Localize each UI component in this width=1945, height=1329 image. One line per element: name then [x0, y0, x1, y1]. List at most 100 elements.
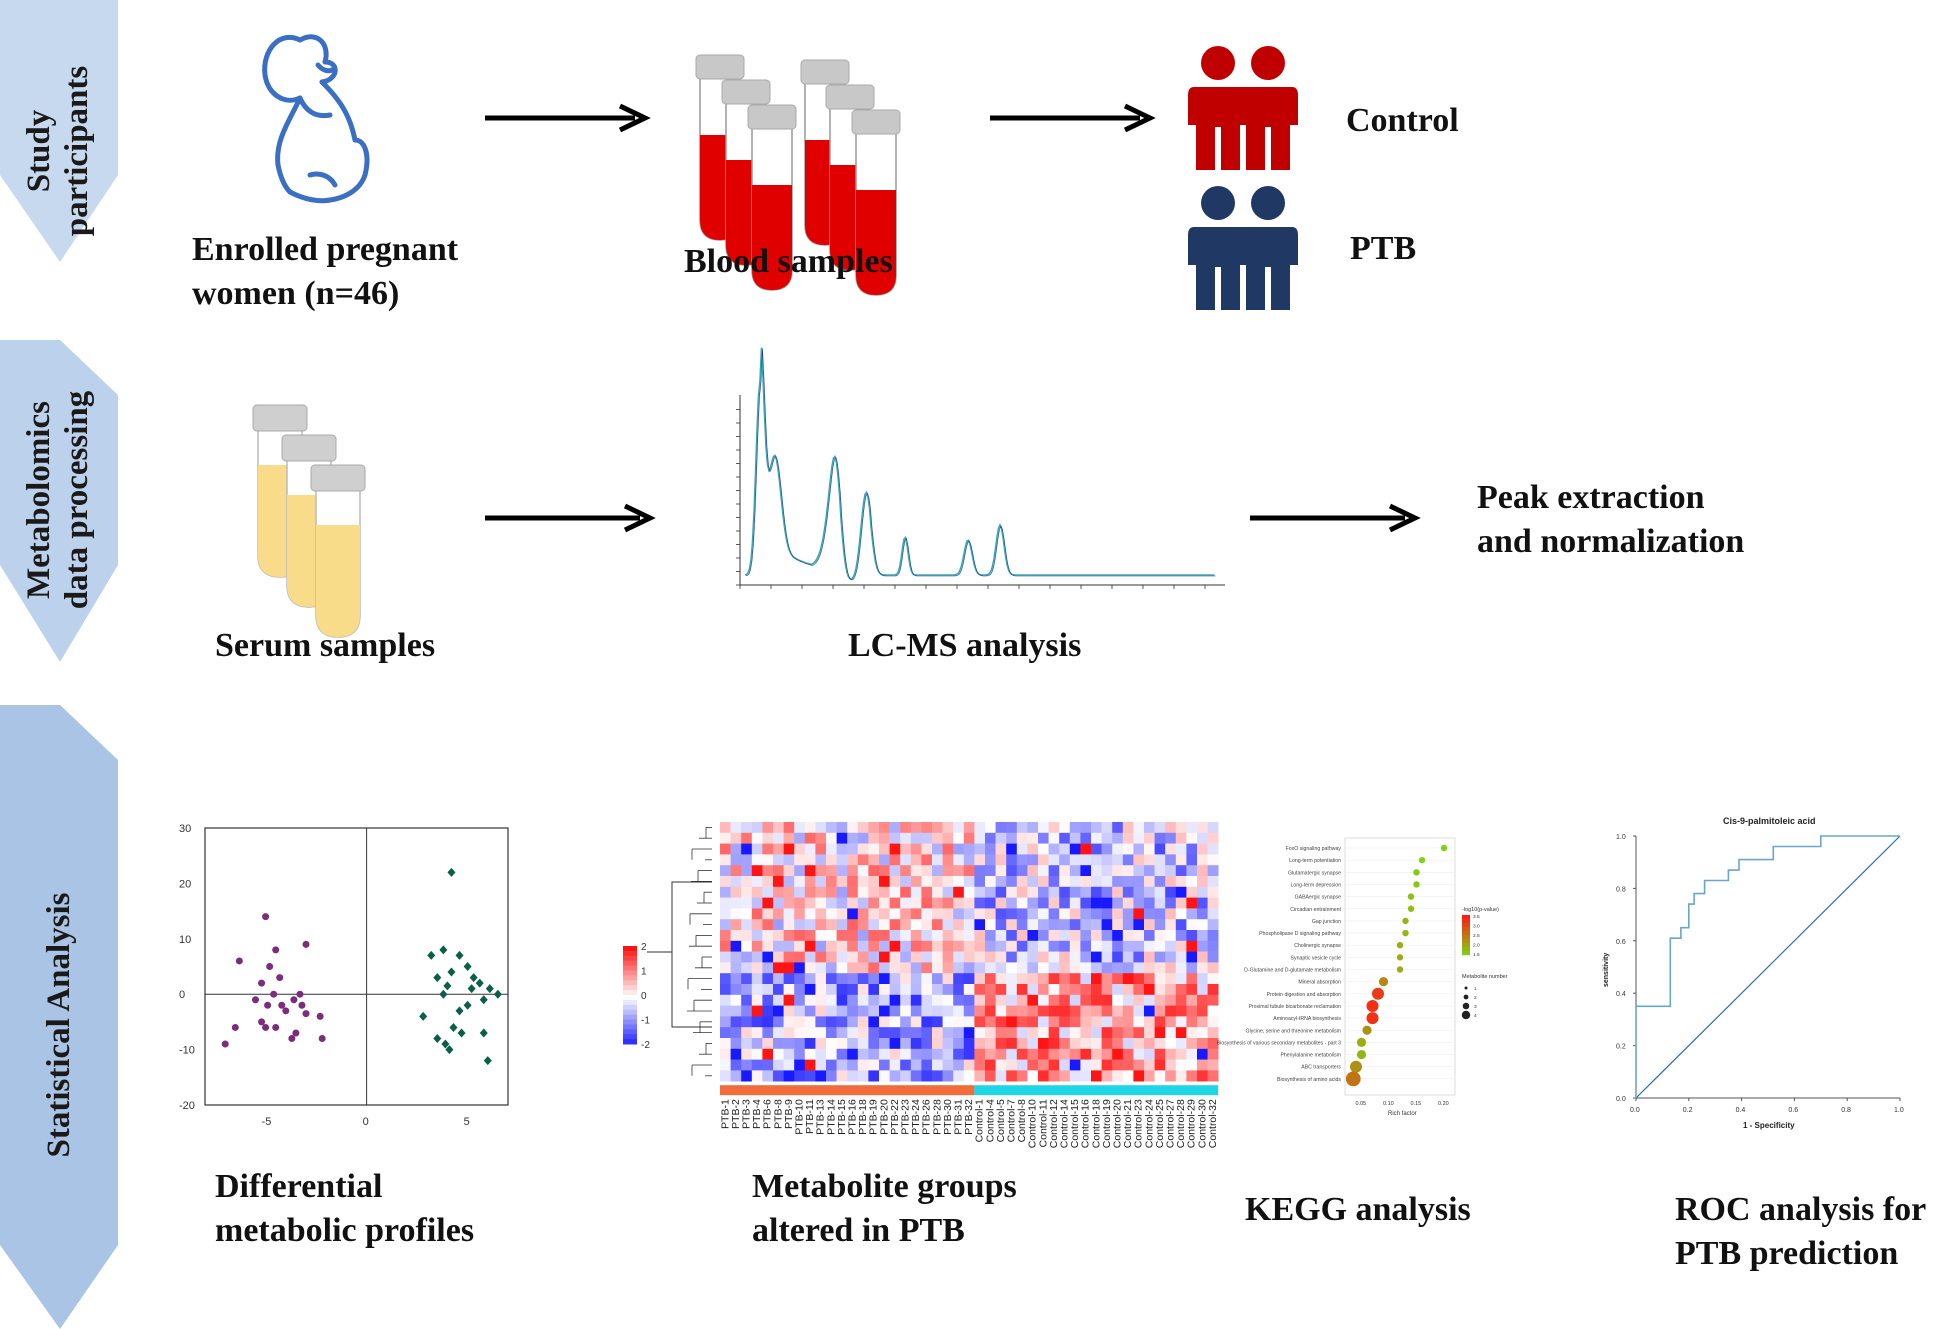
heatmap-cell [751, 1005, 763, 1017]
heatmap-cell [773, 1070, 784, 1082]
heatmap-cell [1101, 832, 1113, 844]
heatmap-cell [879, 897, 890, 909]
heatmap-cell [932, 908, 943, 920]
heatmap-cell [942, 973, 954, 985]
heatmap-scale-label: 0 [641, 991, 647, 1002]
heatmap-cell [900, 1059, 912, 1071]
heatmap-cell [1027, 994, 1039, 1006]
heatmap-cell [1069, 876, 1081, 888]
heatmap-cell [932, 930, 943, 942]
heatmap-cell [1112, 908, 1124, 920]
heatmap-cell [995, 832, 1007, 844]
heatmap-cell [1165, 897, 1177, 909]
heatmap-cell [794, 886, 806, 898]
heatmap-cell [985, 1048, 996, 1060]
heatmap-cell [1080, 1070, 1092, 1082]
heatmap-cell [1091, 1005, 1102, 1017]
heatmap-cell [826, 908, 837, 920]
heatmap-cell [1165, 1005, 1177, 1017]
heatmap-cell [1091, 930, 1102, 942]
heatmap-cell [1016, 822, 1028, 834]
heatmap-column-label: PTB-13 [815, 1099, 827, 1135]
heatmap-cell [1186, 994, 1198, 1006]
heatmap-cell [720, 919, 731, 931]
heatmap-cell [783, 994, 795, 1006]
scatter-point-control [272, 1023, 280, 1031]
heatmap-cell [804, 843, 816, 855]
heatmap-cell [1175, 843, 1187, 855]
heatmap-cell [1101, 940, 1113, 952]
heatmap-cell [762, 984, 774, 996]
heatmap-cell [1207, 908, 1219, 920]
heatmap-cell [857, 876, 869, 888]
roc-ytick-label: 1.0 [1616, 834, 1626, 841]
heatmap-cell [1165, 854, 1177, 866]
heatmap-cell [1112, 832, 1124, 844]
heatmap-cell [1006, 1027, 1018, 1039]
heatmap-cell [762, 962, 774, 974]
kegg-pathway-label: D-Glutamine and D-glutamate metabolism [1244, 968, 1341, 974]
heatmap-cell [815, 1048, 827, 1060]
heatmap-cell [1069, 951, 1081, 963]
roc-xtick-label: 1.0 [1894, 1107, 1904, 1114]
heatmap-cell [1175, 1059, 1187, 1071]
section-metabolomics-line2: data processing [59, 390, 95, 610]
scatter-point-ptb [427, 950, 436, 960]
heatmap-cell [762, 951, 774, 963]
kegg-legend-size-tick: 1 [1474, 986, 1477, 992]
heatmap-column-label: PTB-6 [762, 1099, 774, 1129]
heatmap-cell [953, 1059, 965, 1071]
lc-trace [744, 347, 1215, 580]
heatmap-cell [815, 962, 827, 974]
kegg-legend-swatch [1462, 939, 1470, 944]
heatmap-cell [932, 1038, 943, 1050]
heatmap-cell [1175, 865, 1187, 877]
heatmap-cell [974, 973, 986, 985]
heatmap-cell [942, 919, 954, 931]
heatmap-cell [741, 908, 753, 920]
heatmap-cell [1080, 962, 1092, 974]
heatmap-scale-swatch [623, 960, 637, 967]
heatmap-cell [953, 940, 965, 952]
kegg-dot [1402, 929, 1409, 937]
heatmap-column-label: PTB-14 [825, 1099, 837, 1135]
heatmap-cell [910, 865, 922, 877]
scatter-point-control [262, 1023, 270, 1031]
kegg-xtick-label: 0.05 [1356, 1101, 1367, 1107]
heatmap-cell [879, 1005, 890, 1017]
heatmap-cell [910, 876, 922, 888]
heatmap-cell [1207, 994, 1219, 1006]
heatmap-column-label: PTB-8 [772, 1099, 784, 1129]
heatmap-cell [1091, 951, 1102, 963]
scatter-point-ptb [445, 1045, 454, 1055]
heatmap-cell [794, 1038, 806, 1050]
heatmap-cell [1091, 1038, 1102, 1050]
heatmap-cell [1207, 1048, 1219, 1060]
heatmap-cell [1069, 1027, 1081, 1039]
heatmap-cell [889, 962, 901, 974]
heatmap-cell [910, 962, 922, 974]
heatmap-column-label: PTB-26 [921, 1099, 933, 1135]
kegg-legend-color-tick: 2.0 [1473, 943, 1480, 949]
heatmap-cell [815, 832, 827, 844]
heatmap-cell [1069, 962, 1081, 974]
scatter-point-control [270, 990, 278, 998]
heatmap-cell [1080, 940, 1092, 952]
kegg-legend-swatch [1462, 951, 1470, 956]
heatmap-cell [1080, 919, 1092, 931]
heatmap-cell [730, 897, 742, 909]
heatmap-cell [804, 973, 816, 985]
heatmap-cell [1101, 876, 1113, 888]
heatmap-cell [942, 930, 954, 942]
heatmap-cell [1197, 930, 1208, 942]
heatmap-cell [1154, 962, 1166, 974]
heatmap-cell [900, 1016, 912, 1028]
heatmap-cell [995, 843, 1007, 855]
heatmap-cell [815, 1038, 827, 1050]
heatmap-cell [836, 1059, 848, 1071]
heatmap-cell [1112, 1059, 1124, 1071]
heatmap-cell [1122, 843, 1134, 855]
heatmap-cell [1101, 1005, 1113, 1017]
heatmap-cell [1133, 897, 1145, 909]
heatmap-cell [1080, 1038, 1092, 1050]
